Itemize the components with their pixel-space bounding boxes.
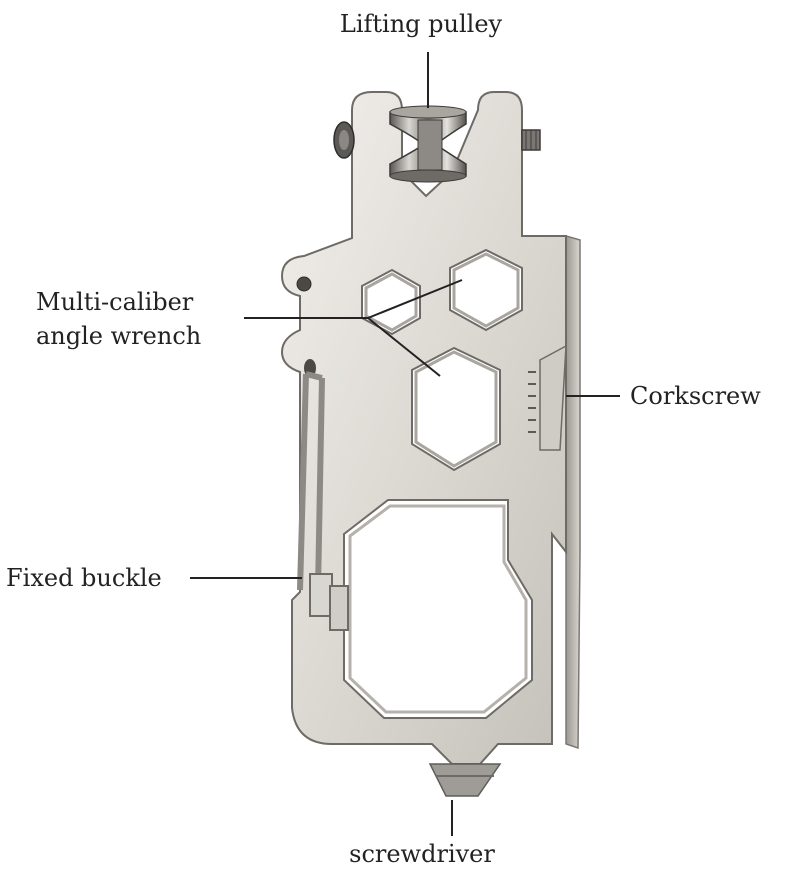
leader-wrench-down [367, 317, 441, 377]
label-wrench-line2: angle wrench [36, 322, 201, 350]
keyring-hole [296, 276, 312, 292]
multitool-illustration [280, 91, 581, 797]
pulley-wheel [389, 105, 467, 183]
wrench-hex-bevels [364, 252, 520, 468]
label-corkscrew: Corkscrew [630, 382, 761, 410]
callout-labels: Lifting pulley Multi-caliber angle wrenc… [6, 10, 761, 868]
screwdriver-tip [428, 763, 502, 797]
corkscrew-blade [539, 344, 567, 451]
label-wrench-line1: Multi-caliber [36, 288, 194, 316]
axle-bolt-left [333, 121, 355, 159]
leader-lines [190, 52, 620, 836]
tool-side-edge [565, 235, 581, 750]
label-fixed-buckle: Fixed buckle [6, 564, 162, 592]
leader-wrench-up [367, 279, 463, 319]
buckle-opening-bevel [348, 504, 528, 714]
axle-bolt-right [521, 129, 541, 151]
corkscrew-teeth [528, 371, 536, 433]
label-lifting-pulley: Lifting pulley [340, 10, 503, 38]
label-screwdriver: screwdriver [349, 840, 495, 868]
spring-gate [297, 371, 349, 631]
tool-body [280, 91, 567, 765]
